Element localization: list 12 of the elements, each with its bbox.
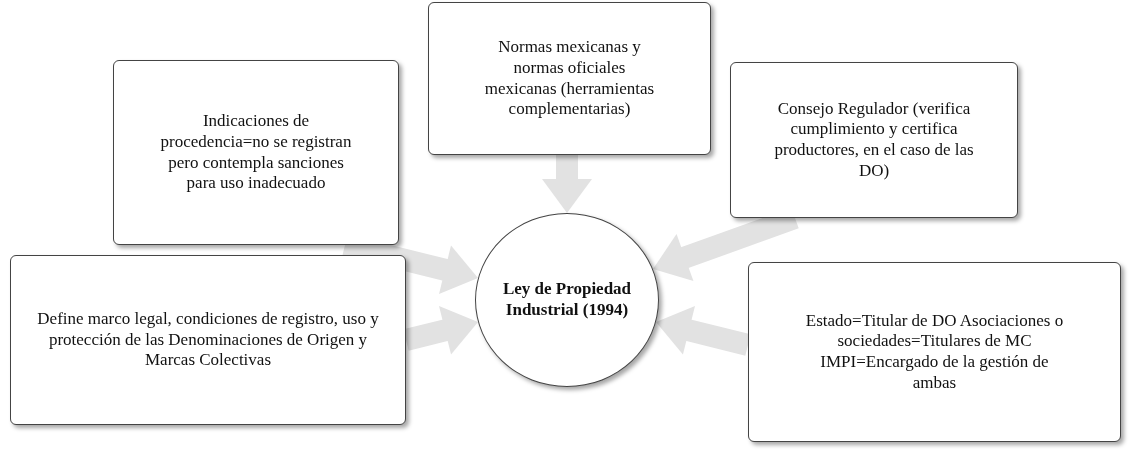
node-text: Indicaciones de procedencia=no se registran pero contempla sanciones para uso inadecuado <box>159 111 353 194</box>
text-box <box>730 62 1018 218</box>
text-box <box>113 60 399 245</box>
node-text: Consejo Regulador (verifica cumplimiento y certifica productores, en el caso de las DO) <box>773 98 975 182</box>
node-text: Estado=Titular de DO Asociaciones o sociedades=Titulares de MC IMPI=Encargado de la gestión de ambas <box>805 310 1064 394</box>
text-box <box>748 262 1121 442</box>
node-text: Normas mexicanas y normas oficiales mexicanas (herramientas complementarias) <box>483 37 656 120</box>
block-arrow <box>542 155 592 213</box>
node-text: Ley de Propiedad Industrial (1994) <box>501 279 633 321</box>
node-text: Define marco legal, condiciones de registro, uso y protección de las Denominaciones de Origen y Marcas Colectivas <box>37 308 379 372</box>
text-box <box>10 255 406 425</box>
text-box <box>428 2 711 155</box>
